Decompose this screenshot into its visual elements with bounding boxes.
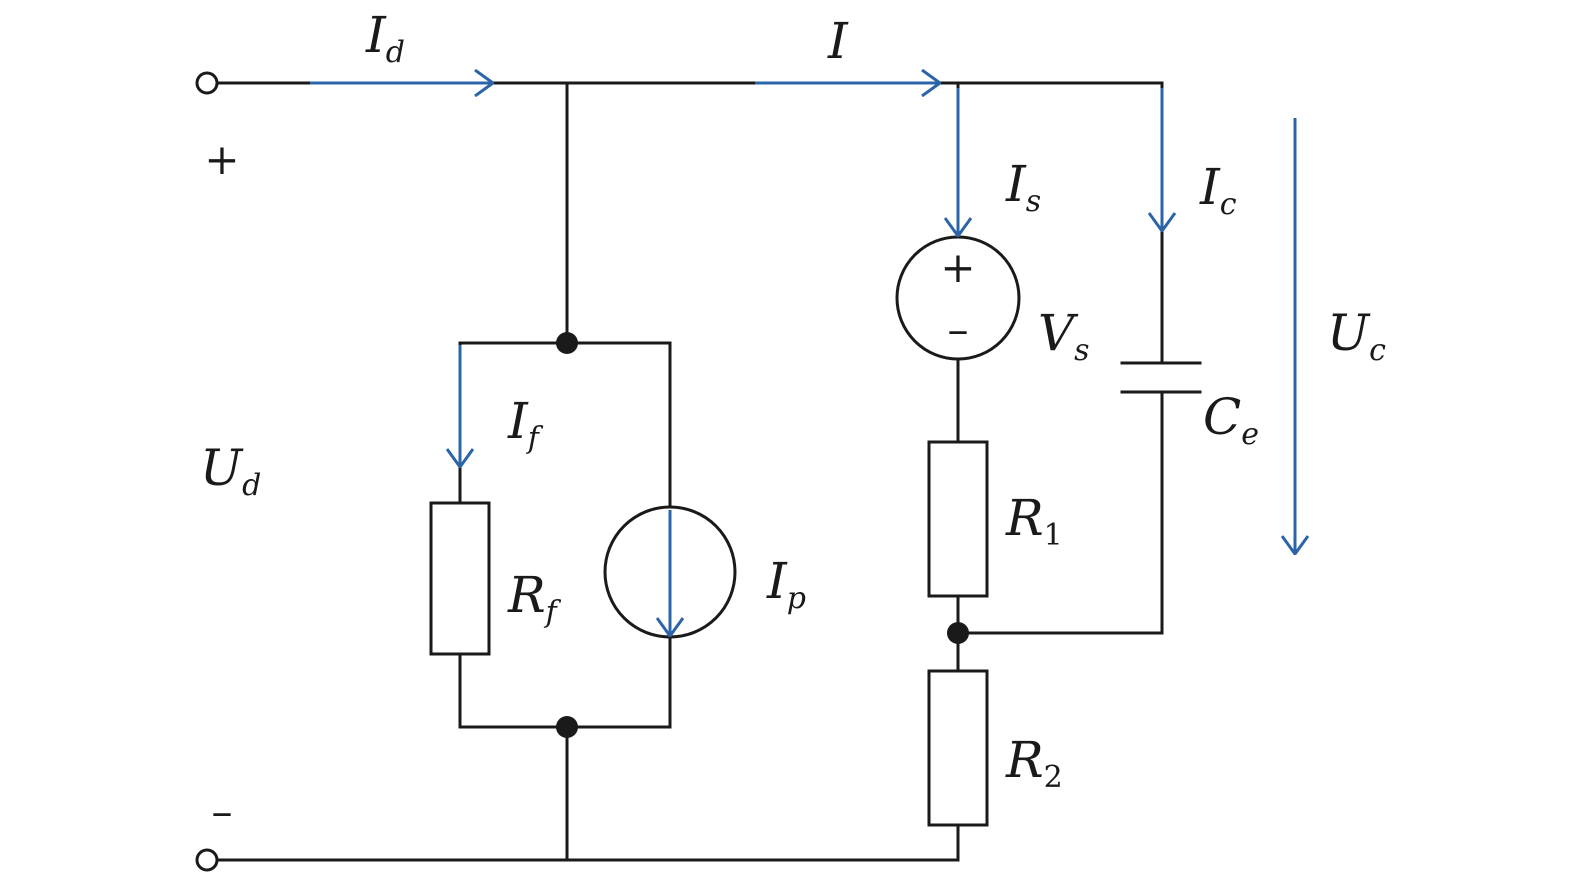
label-r2: R2 [1005, 731, 1063, 795]
label-r2-main: R [1005, 731, 1044, 789]
label-vs-main: V [1038, 304, 1079, 362]
voltage-source-vs [895, 235, 1021, 361]
label-id-sub: d [386, 35, 405, 70]
label-rf-main: R [507, 566, 546, 624]
resistor-r1 [927, 440, 989, 598]
label-ip-sub: p [787, 581, 806, 616]
label-if: If [507, 392, 544, 456]
label-if-sub: f [526, 421, 544, 456]
label-r2-sub: 2 [1044, 760, 1063, 795]
terminal-minus-sign: – [212, 787, 233, 836]
label-uc-main: U [1327, 304, 1371, 362]
current-arrows [310, 83, 1295, 636]
label-ic-sub: c [1220, 187, 1237, 222]
label-uc-sub: c [1369, 333, 1386, 368]
label-rf: Rf [507, 566, 562, 630]
label-is: Is [1005, 155, 1041, 219]
label-ud-main: U [200, 439, 244, 497]
capacitor-ce [1120, 361, 1202, 394]
label-uc: Uc [1327, 304, 1386, 368]
label-ip-main: I [766, 552, 788, 610]
label-ud-sub: d [242, 468, 261, 503]
label-id: Id [365, 6, 405, 70]
terminal-positive [195, 71, 219, 95]
label-ip: Ip [766, 552, 806, 616]
label-id-main: I [365, 6, 387, 64]
resistor-rf [429, 501, 491, 656]
label-r1: R1 [1005, 489, 1063, 553]
terminal-negative [195, 848, 219, 872]
label-r1-main: R [1005, 489, 1044, 547]
label-i-main: I [827, 12, 849, 70]
junction-node-left-top [556, 332, 578, 354]
label-ic: Ic [1199, 158, 1237, 222]
label-vs: Vs [1038, 304, 1090, 368]
label-vs-sub: s [1074, 333, 1089, 368]
label-ic-main: I [1199, 158, 1221, 216]
label-i: I [827, 12, 849, 70]
terminal-plus-sign: + [204, 135, 239, 184]
label-ud: Ud [200, 439, 261, 503]
vs-plus-sign: + [940, 243, 975, 292]
vs-minus-sign: – [948, 305, 969, 354]
label-is-main: I [1005, 155, 1027, 213]
label-ce-sub: e [1241, 417, 1259, 452]
label-r1-sub: 1 [1044, 518, 1063, 553]
label-if-main: I [507, 392, 529, 450]
label-is-sub: s [1026, 184, 1041, 219]
label-rf-sub: f [544, 595, 562, 630]
resistor-r2 [927, 669, 989, 827]
junction-node-r1-r2 [947, 622, 969, 644]
label-ce-main: C [1203, 388, 1241, 446]
label-ce: Ce [1203, 388, 1259, 452]
junction-node-left-bottom [556, 716, 578, 738]
